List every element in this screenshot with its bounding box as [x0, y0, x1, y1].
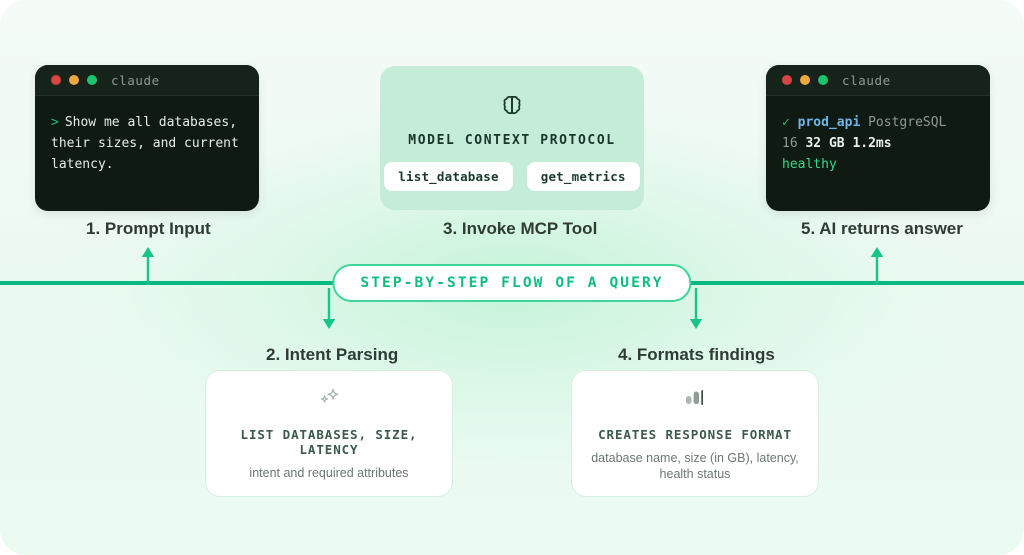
prompt-terminal-card: claude > Show me all databases, their siz… — [35, 65, 259, 211]
mcp-tool-get-metrics[interactable]: get_metrics — [526, 162, 640, 191]
brain-icon — [499, 92, 525, 123]
step-caption-5: 5. AI returns answer — [801, 219, 963, 238]
bar-chart-icon — [681, 386, 709, 417]
prompt-line-3: latency. — [51, 157, 114, 172]
status-badge: healthy — [782, 157, 837, 172]
flow-banner: STEP-BY-STEP FLOW OF A QUERY — [332, 264, 692, 302]
step-caption-1: 1. Prompt Input — [86, 219, 211, 238]
prompt-terminal-body: > Show me all databases, their sizes, and… — [35, 96, 259, 189]
answer-line-2: 16 32 GB 1.2ms — [782, 133, 974, 154]
db-latency: 1.2ms — [852, 136, 892, 151]
flow-banner-label: STEP-BY-STEP FLOW OF A QUERY — [360, 275, 664, 291]
format-card-title: CREATES RESPONSE FORMAT — [598, 426, 792, 442]
step-caption-2: 2. Intent Parsing — [266, 345, 399, 364]
arrow-up-step1 — [141, 247, 155, 285]
mcp-tool-card: MODEL CONTEXT PROTOCOL list_database get… — [380, 66, 644, 210]
prompt-line-2: their sizes, and current — [51, 136, 239, 151]
db-size: 32 GB — [805, 136, 845, 151]
answer-terminal-titlebar: claude — [766, 65, 990, 96]
answer-line-1: ✓ prod_api PostgreSQL — [782, 112, 974, 133]
terminal-title: claude — [111, 72, 160, 88]
format-card-subtitle: database name, size (in GB), latency, he… — [591, 450, 799, 481]
prompt-line-1: > Show me all databases, — [51, 112, 243, 133]
mcp-tool-list: list_database get_metrics — [384, 162, 640, 191]
db-name: prod_api — [797, 115, 861, 130]
db-engine: PostgreSQL — [868, 115, 947, 130]
step-caption-3: 3. Invoke MCP Tool — [443, 219, 598, 238]
mcp-tool-list-database[interactable]: list_database — [384, 162, 513, 191]
maximize-dot-icon[interactable] — [818, 75, 828, 85]
prompt-text-1: Show me all databases, — [64, 115, 238, 130]
close-dot-icon[interactable] — [51, 75, 61, 85]
minimize-dot-icon[interactable] — [800, 75, 810, 85]
intent-card-title: LIST DATABASES, SIZE, LATENCY — [240, 427, 418, 457]
answer-terminal-card: claude ✓ prod_api PostgreSQL 16 32 GB 1.… — [766, 65, 990, 211]
intent-parsing-card: LIST DATABASES, SIZE, LATENCY intent and… — [205, 370, 453, 497]
terminal-titlebar: claude — [35, 65, 259, 96]
maximize-dot-icon[interactable] — [87, 75, 97, 85]
answer-terminal-body: ✓ prod_api PostgreSQL 16 32 GB 1.2ms hea… — [766, 96, 990, 189]
answer-line-3: healthy — [782, 154, 974, 175]
sparkles-icon — [314, 386, 344, 417]
answer-terminal-title: claude — [842, 72, 891, 88]
step-caption-4: 4. Formats findings — [618, 345, 775, 364]
db-connections: 16 — [782, 136, 798, 151]
close-dot-icon[interactable] — [782, 75, 792, 85]
check-icon: ✓ — [782, 115, 790, 130]
arrow-up-step5 — [870, 247, 884, 285]
prompt-caret: > — [51, 115, 59, 130]
intent-card-subtitle: intent and required attributes — [249, 466, 409, 480]
format-findings-card: CREATES RESPONSE FORMAT database name, s… — [571, 370, 819, 497]
minimize-dot-icon[interactable] — [69, 75, 79, 85]
mcp-title: MODEL CONTEXT PROTOCOL — [408, 133, 616, 148]
